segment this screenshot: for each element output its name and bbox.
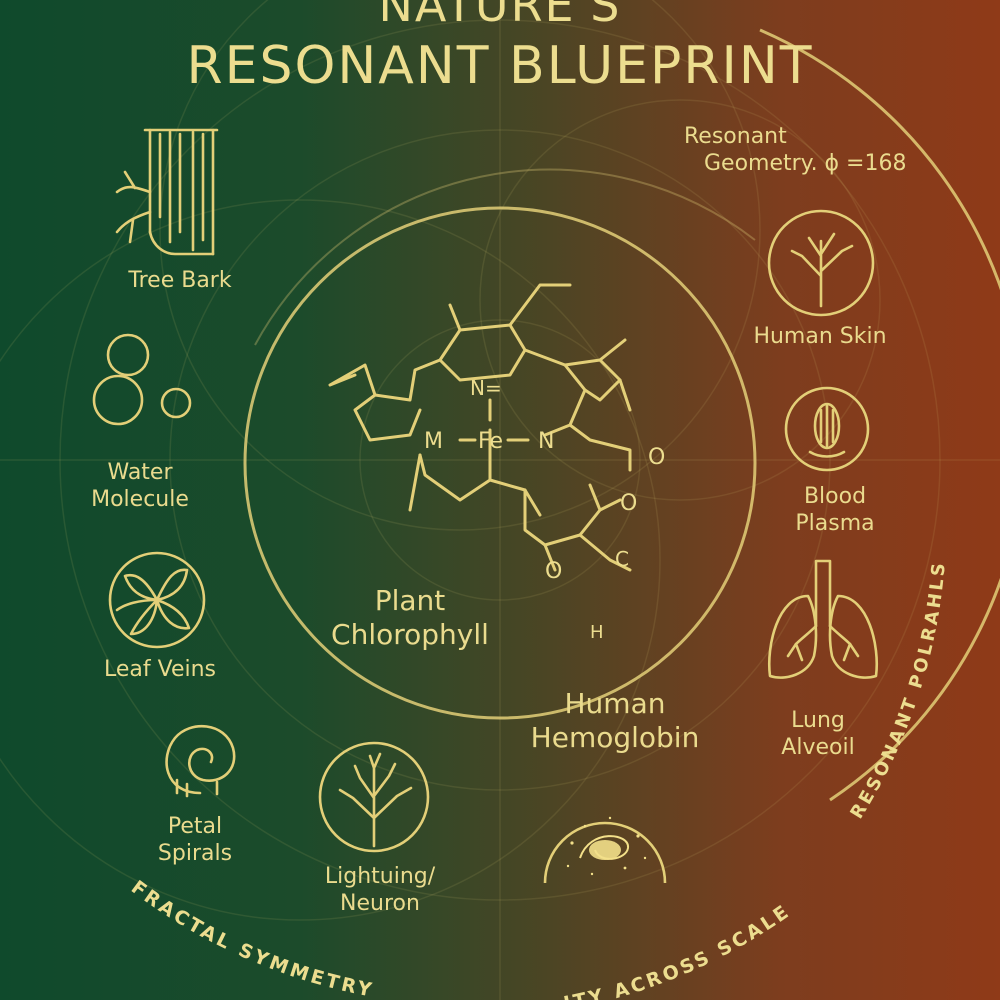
petal-spiral-icon [155,708,245,803]
atom-o-3: O [545,559,562,584]
tree-bark-icon [105,122,235,262]
water-molecule-icon [88,330,198,440]
atom-n-top: N= [470,376,502,400]
atom-h: H [590,622,604,643]
lung-alveoil-label: Lung Alveoil [781,708,855,760]
title-line-2: RESONANT BLUEPRINT [186,36,814,96]
atom-m: M [424,429,443,454]
chlorophyll-molecule-diagram: N= M Fe N O O C O H [300,270,700,670]
tree-bark-label: Tree Bark [128,268,232,293]
blood-plasma-label: Blood Plasma [795,484,875,536]
atom-c: C [615,547,629,571]
leaf-veins-icon [105,548,209,652]
atom-fe: Fe [478,429,503,454]
human-skin-label: Human Skin [753,324,887,349]
atom-n-right: N [538,429,554,454]
skin-tree-icon [764,206,878,320]
petal-spirals-label: Petal Spirals [157,814,233,866]
atom-o-2: O [620,491,637,516]
inner-ring [243,206,757,720]
atom-o-1: O [648,445,665,470]
plant-chlorophyll-label: Plant Chlorophyll [331,584,489,652]
leaf-veins-label: Leaf Veins [103,657,217,682]
neuron-label: Lightuing/ Neuron [324,864,436,916]
human-hemoglobin-label: Human Hemoglobin [530,687,700,755]
neuron-tree-icon [315,738,433,856]
geometry-note: Resonant Geometry. ϕ =168 [684,124,907,176]
mid-arc [254,168,756,346]
galaxy-icon [540,788,670,888]
blood-cell-icon [782,384,872,474]
outer-arc [759,28,1000,802]
title-line-1: NATURE'S [378,0,622,32]
water-molecule-label: Water Molecule [91,460,189,512]
lungs-icon [758,556,888,696]
